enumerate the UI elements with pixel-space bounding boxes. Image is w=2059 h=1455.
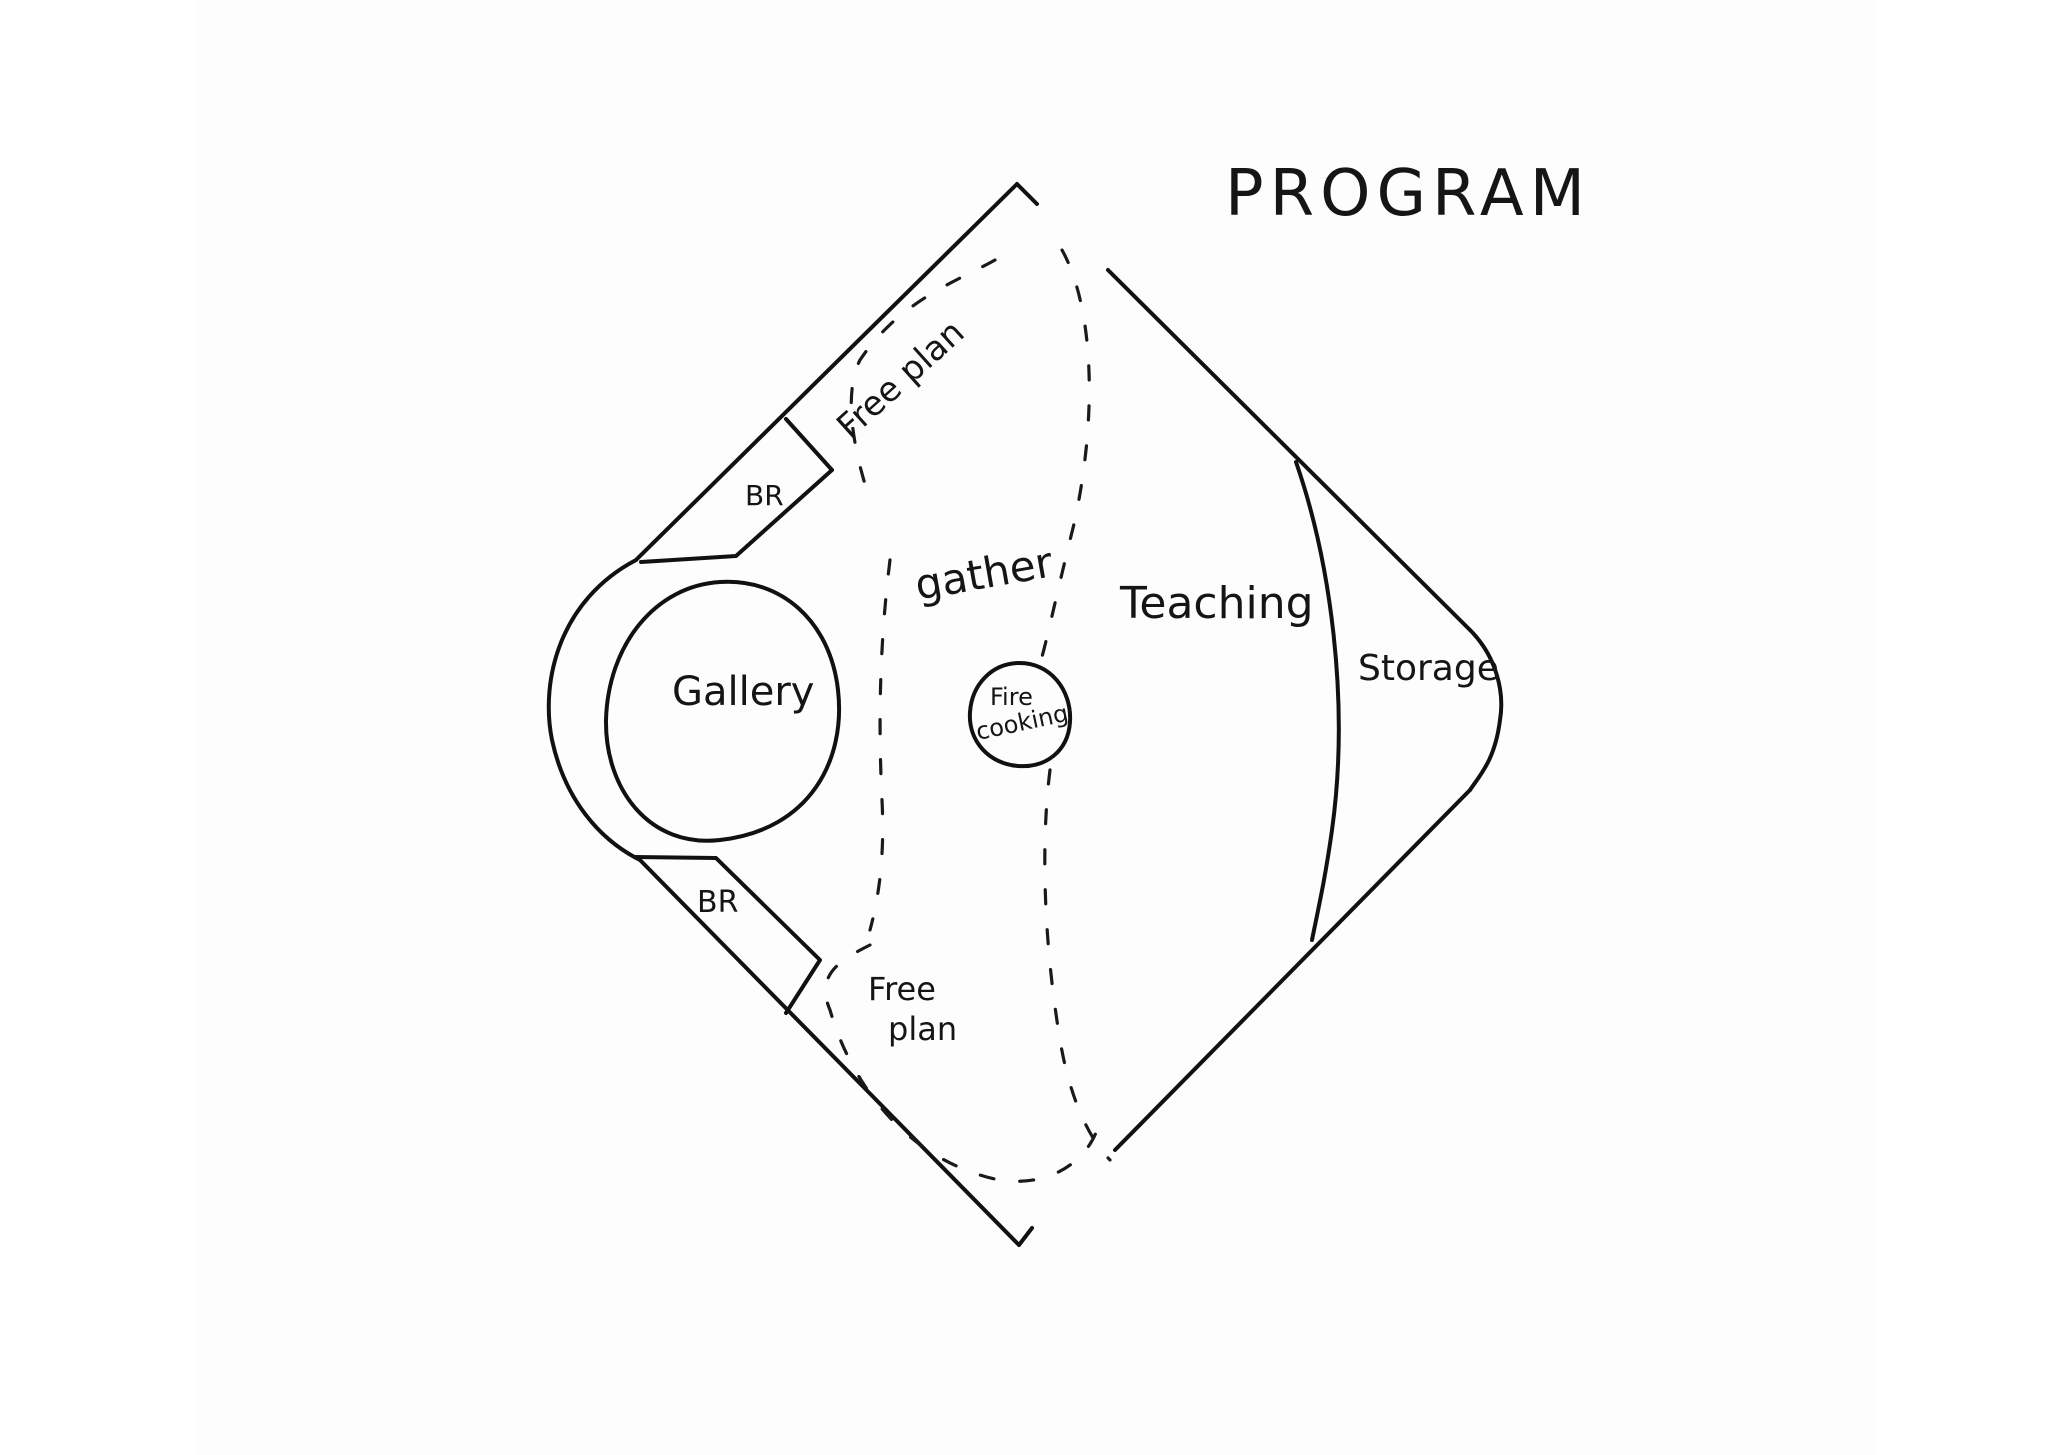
wall-bottom-right	[1113, 788, 1472, 1152]
bottom-vertex-cap	[1017, 1226, 1034, 1247]
gather-label: gather	[911, 537, 1057, 609]
wall-top-left	[634, 182, 1019, 562]
br-bottom-label: BR	[697, 885, 738, 920]
storage-label: Storage	[1358, 648, 1499, 689]
diagram-title: PROGRAM	[1225, 157, 1591, 231]
free-plan-bottom-boundary	[823, 943, 1102, 1183]
teaching-label: Teaching	[1119, 578, 1314, 629]
free-plan-bottom-label-line1: Free	[868, 970, 936, 1008]
teaching-lower-boundary	[1043, 768, 1112, 1162]
building-outline	[546, 182, 1504, 1247]
teaching-left-boundary	[1036, 248, 1091, 672]
gallery-label: Gallery	[672, 669, 814, 715]
wall-bottom-left	[638, 858, 1021, 1247]
br-top-inner-wall	[639, 468, 834, 564]
wall-top-right	[1106, 268, 1472, 632]
free-plan-bottom-label-line2: plan	[888, 1010, 957, 1048]
br-top-label: BR	[745, 479, 784, 512]
top-vertex-cap	[1015, 182, 1039, 206]
br-bottom-top-wall	[633, 855, 822, 1015]
zone-boundaries	[823, 248, 1112, 1183]
paper-sheet	[195, 0, 1875, 1455]
gather-left-boundary	[868, 558, 892, 932]
storage-partition	[1294, 460, 1341, 942]
fire-cooking-circle	[967, 660, 1073, 769]
gallery-circle	[603, 579, 841, 843]
fire-cooking-label-line1: Fire	[990, 683, 1033, 711]
free-plan-top-boundary	[849, 258, 997, 502]
br-top-divider	[784, 417, 834, 472]
wall-right-rounded	[1468, 628, 1504, 792]
free-plan-top-label: Free plan	[829, 312, 972, 446]
wall-left-rounded	[546, 558, 642, 862]
